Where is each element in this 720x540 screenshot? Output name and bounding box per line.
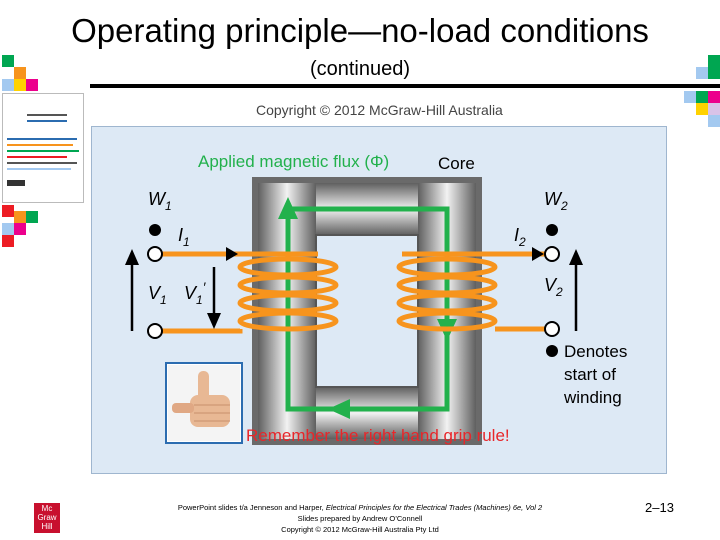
flux-label: Applied magnetic flux (Φ) bbox=[198, 152, 389, 171]
start-of-winding-dot bbox=[546, 345, 558, 357]
footer-credit: PowerPoint slides t/a Jenneson and Harpe… bbox=[177, 503, 326, 512]
voltage-arrows bbox=[125, 249, 583, 331]
v1-label: V1 bbox=[148, 283, 167, 307]
figure-copyright: Copyright © 2012 McGraw-Hill Australia bbox=[256, 102, 503, 118]
slide-subtitle: (continued) bbox=[309, 58, 411, 80]
denotes-line-3: winding bbox=[563, 388, 622, 407]
slide-title: Operating principle—no-load conditions bbox=[71, 12, 649, 49]
denotes-line-1: Denotes bbox=[564, 342, 627, 361]
v2-label: V2 bbox=[544, 275, 563, 299]
book-cover-thumbnail bbox=[2, 93, 84, 203]
footer-copyright: Copyright © 2012 McGraw-Hill Australia P… bbox=[281, 525, 439, 534]
primary-winding bbox=[160, 251, 339, 334]
page-number: 2–13 bbox=[645, 500, 674, 515]
terminals bbox=[147, 224, 560, 357]
v1-prime-label: V1′ bbox=[184, 279, 207, 307]
transformer-diagram: Applied magnetic flux (Φ) Core W1 W2 I1 … bbox=[125, 152, 627, 445]
grip-rule-text: Remember the right hand grip rule! bbox=[246, 426, 510, 445]
secondary-winding bbox=[396, 251, 552, 332]
core-label: Core bbox=[438, 154, 475, 173]
i1-label: I1 bbox=[178, 225, 190, 249]
w1-label: W1 bbox=[148, 189, 172, 213]
title-rule bbox=[90, 84, 720, 88]
transformer-figure: Applied magnetic flux (Φ) Core W1 W2 I1 … bbox=[91, 126, 667, 474]
right-hand-grip-icon bbox=[165, 362, 243, 444]
denotes-line-2: start of bbox=[564, 365, 616, 384]
i2-label: I2 bbox=[514, 225, 526, 249]
current-arrows bbox=[226, 247, 544, 261]
footer-prepared-by: Slides prepared by Andrew O’Connell bbox=[297, 514, 423, 523]
footer-book-title: Electrical Principles for the Electrical… bbox=[325, 503, 543, 512]
w2-label: W2 bbox=[544, 189, 568, 213]
mcgraw-hill-logo: Mc Graw Hill bbox=[34, 503, 60, 533]
slide-footer: PowerPoint slides t/a Jenneson and Harpe… bbox=[140, 502, 580, 535]
